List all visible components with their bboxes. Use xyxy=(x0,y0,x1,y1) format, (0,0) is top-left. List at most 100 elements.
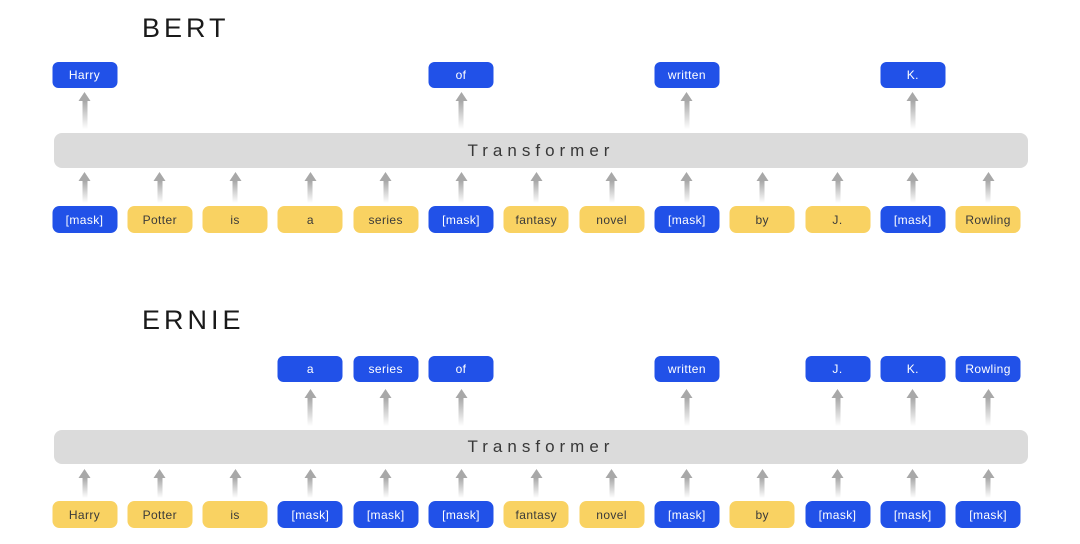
input-token: Potter xyxy=(127,501,193,528)
input-token: fantasy xyxy=(503,206,569,233)
arrow-head xyxy=(455,389,467,398)
arrow-head xyxy=(304,469,317,478)
arrow-stem xyxy=(910,101,916,129)
up-arrow-icon xyxy=(304,469,317,498)
arrow-stem xyxy=(157,181,163,203)
input-token-masked: [mask] xyxy=(880,206,946,233)
arrow-head xyxy=(831,389,844,398)
arrow-stem xyxy=(82,478,87,498)
input-token: is xyxy=(202,206,268,233)
up-arrow-icon xyxy=(379,172,392,203)
arrow-stem xyxy=(307,181,313,203)
arrow-head xyxy=(906,92,919,101)
arrow-head xyxy=(229,469,242,478)
input-token-masked: [mask] xyxy=(955,501,1021,528)
output-token: written xyxy=(654,62,720,88)
arrow-head xyxy=(680,469,693,478)
arrow-head xyxy=(304,172,317,181)
arrow-head xyxy=(78,469,91,478)
arrow-stem xyxy=(684,181,690,203)
arrow-stem xyxy=(684,478,690,498)
output-token: J. xyxy=(805,356,870,382)
output-token: written xyxy=(654,356,720,382)
arrow-stem xyxy=(383,478,389,498)
input-token: novel xyxy=(579,206,645,233)
arrow-head xyxy=(680,172,693,181)
arrow-stem xyxy=(307,478,313,498)
up-arrow-icon xyxy=(455,92,468,129)
up-arrow-icon xyxy=(680,389,693,426)
arrow-stem xyxy=(835,398,840,426)
up-arrow-icon xyxy=(906,389,919,426)
arrow-head xyxy=(982,389,995,398)
arrow-head xyxy=(379,172,392,181)
arrow-stem xyxy=(910,398,916,426)
up-arrow-icon xyxy=(756,172,769,203)
output-token: of xyxy=(428,62,494,88)
input-token-masked: [mask] xyxy=(353,501,419,528)
output-token: Harry xyxy=(52,62,117,88)
arrow-stem xyxy=(985,478,991,498)
input-token-masked: [mask] xyxy=(428,206,494,233)
ernie-transformer-bar: Transformer xyxy=(54,430,1028,464)
up-arrow-icon xyxy=(982,469,995,498)
output-token: K. xyxy=(880,62,946,88)
ernie-transformer-label: Transformer xyxy=(467,437,615,456)
bert-transformer-label: Transformer xyxy=(467,140,615,160)
up-arrow-icon xyxy=(982,172,995,203)
arrow-head xyxy=(455,469,467,478)
input-token: series xyxy=(353,206,419,233)
arrow-stem xyxy=(383,181,389,203)
input-token-masked: [mask] xyxy=(805,501,870,528)
arrow-head xyxy=(906,469,919,478)
arrow-head xyxy=(379,469,392,478)
arrow-head xyxy=(680,389,693,398)
arrow-stem xyxy=(458,478,464,498)
up-arrow-icon xyxy=(78,172,91,203)
arrow-stem xyxy=(458,398,464,426)
arrow-head xyxy=(605,172,618,181)
input-token-masked: [mask] xyxy=(277,501,343,528)
bert-title: BERT xyxy=(142,13,230,43)
output-token: a xyxy=(277,356,343,382)
arrow-head xyxy=(982,469,995,478)
up-arrow-icon xyxy=(831,172,844,203)
up-arrow-icon xyxy=(153,469,166,498)
input-token-masked: [mask] xyxy=(654,206,720,233)
up-arrow-icon xyxy=(229,469,242,498)
arrow-head xyxy=(78,92,91,101)
arrow-head xyxy=(153,172,166,181)
arrow-stem xyxy=(985,181,991,203)
arrow-stem xyxy=(458,181,464,203)
arrow-stem xyxy=(383,398,389,426)
arrow-head xyxy=(78,172,91,181)
input-token: J. xyxy=(805,206,870,233)
arrow-stem xyxy=(533,478,539,498)
up-arrow-icon xyxy=(756,469,769,498)
arrow-stem xyxy=(82,181,87,203)
up-arrow-icon xyxy=(379,389,392,426)
input-token-masked: [mask] xyxy=(52,206,117,233)
arrow-head xyxy=(831,172,844,181)
arrow-stem xyxy=(458,101,464,129)
input-token: by xyxy=(729,206,795,233)
input-token: is xyxy=(202,501,268,528)
up-arrow-icon xyxy=(680,92,693,129)
output-token: Rowling xyxy=(955,356,1021,382)
up-arrow-icon xyxy=(530,172,543,203)
arrow-head xyxy=(229,172,242,181)
arrow-head xyxy=(379,389,392,398)
arrow-stem xyxy=(910,181,916,203)
up-arrow-icon xyxy=(455,172,468,203)
arrow-stem xyxy=(684,398,690,426)
up-arrow-icon xyxy=(906,469,919,498)
input-token-masked: [mask] xyxy=(880,501,946,528)
arrow-stem xyxy=(609,181,615,203)
arrow-stem xyxy=(157,478,163,498)
arrow-stem xyxy=(759,478,765,498)
input-token: by xyxy=(729,501,795,528)
arrow-head xyxy=(831,469,844,478)
arrow-head xyxy=(756,172,769,181)
input-token: a xyxy=(277,206,343,233)
